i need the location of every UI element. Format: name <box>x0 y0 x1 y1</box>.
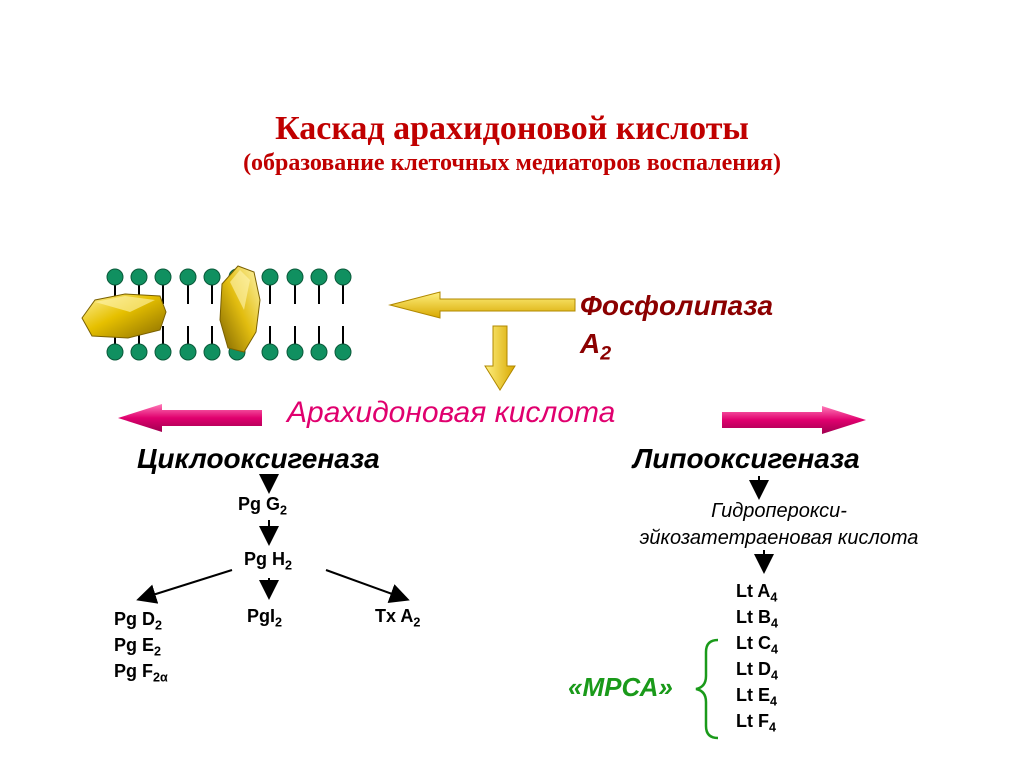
pg-d-e-f-list: Pg D2 Pg E2 Pg F2α <box>114 606 168 684</box>
lipid-head-icon <box>203 268 221 286</box>
lipid-head-icon <box>179 268 197 286</box>
phospholipase-name: Фосфолипаза <box>580 290 774 321</box>
lipid-head-icon <box>286 268 304 286</box>
hpete-line1: Гидроперокси- <box>711 500 847 522</box>
phospholipase-letter: А2 <box>580 328 612 365</box>
pink-arrow-left-icon <box>118 404 262 432</box>
lipid-head-icon <box>106 268 124 286</box>
lipoxygenase-label: Липооксигеназа <box>633 443 860 474</box>
lipid-head-icon <box>334 268 352 286</box>
hpete-line2: эйкозатетраеновая кислота <box>639 527 919 549</box>
tx-a2-label: Tx A2 <box>375 606 421 630</box>
phospholipase-label: Фосфолипаза А2 <box>580 287 773 363</box>
lipid-head-icon <box>154 343 172 361</box>
lipid-head-icon <box>130 343 148 361</box>
arrow-pgh-to-tx <box>325 569 410 603</box>
pg-g2-label: Pg G2 <box>238 494 288 518</box>
lipid-head-icon <box>261 343 279 361</box>
lipid-head-icon <box>106 343 124 361</box>
enzyme-blob-icon <box>81 293 167 339</box>
pg-i2-label: PgI2 <box>247 606 283 630</box>
leukotriene-item: Lt A4 <box>736 581 778 605</box>
lipid-head-icon <box>179 343 197 361</box>
leukotriene-item: Lt B4 <box>736 607 779 631</box>
leukotriene-item: Lt E4 <box>736 685 778 709</box>
lipid-head-icon <box>154 268 172 286</box>
leukotriene-item: Lt C4 <box>736 633 779 657</box>
phospholipase-arrow-icon <box>388 291 576 319</box>
lipid-head-icon <box>310 268 328 286</box>
hpete-label: Гидроперокси- эйкозатетраеновая кислота <box>594 498 964 552</box>
curly-brace-icon <box>695 638 719 740</box>
membrane-bilayer <box>106 268 352 361</box>
leukotriene-item: Lt F4 <box>736 711 777 735</box>
mrsa-label: «МРСА» <box>568 672 673 702</box>
lipid-head-icon <box>261 268 279 286</box>
pink-arrow-right-icon <box>722 406 866 434</box>
arachidonic-acid-label: Арахидоновая кислота <box>287 396 616 429</box>
pg-d2-label: Pg D2 <box>114 609 163 633</box>
lipid-head-icon <box>334 343 352 361</box>
down-arrow-icon <box>484 325 516 391</box>
pg-f2a-label: Pg F2α <box>114 661 168 685</box>
lipid-head-icon <box>310 343 328 361</box>
lipid-head-icon <box>203 343 221 361</box>
cyclooxygenase-label: Циклооксигеназа <box>137 443 380 474</box>
arrow-pgh-to-pgd <box>136 569 233 604</box>
slide-title: Каскад арахидоновой кислоты <box>275 110 749 147</box>
leukotriene-item: Lt D4 <box>736 659 779 683</box>
pg-h2-label: Pg H2 <box>244 549 293 573</box>
lipid-head-icon <box>286 343 304 361</box>
pg-e2-label: Pg E2 <box>114 635 162 659</box>
lipid-head-icon <box>130 268 148 286</box>
slide-subtitle: (образование клеточных медиаторов воспал… <box>243 150 781 176</box>
enzyme-blob-icon <box>219 265 261 353</box>
